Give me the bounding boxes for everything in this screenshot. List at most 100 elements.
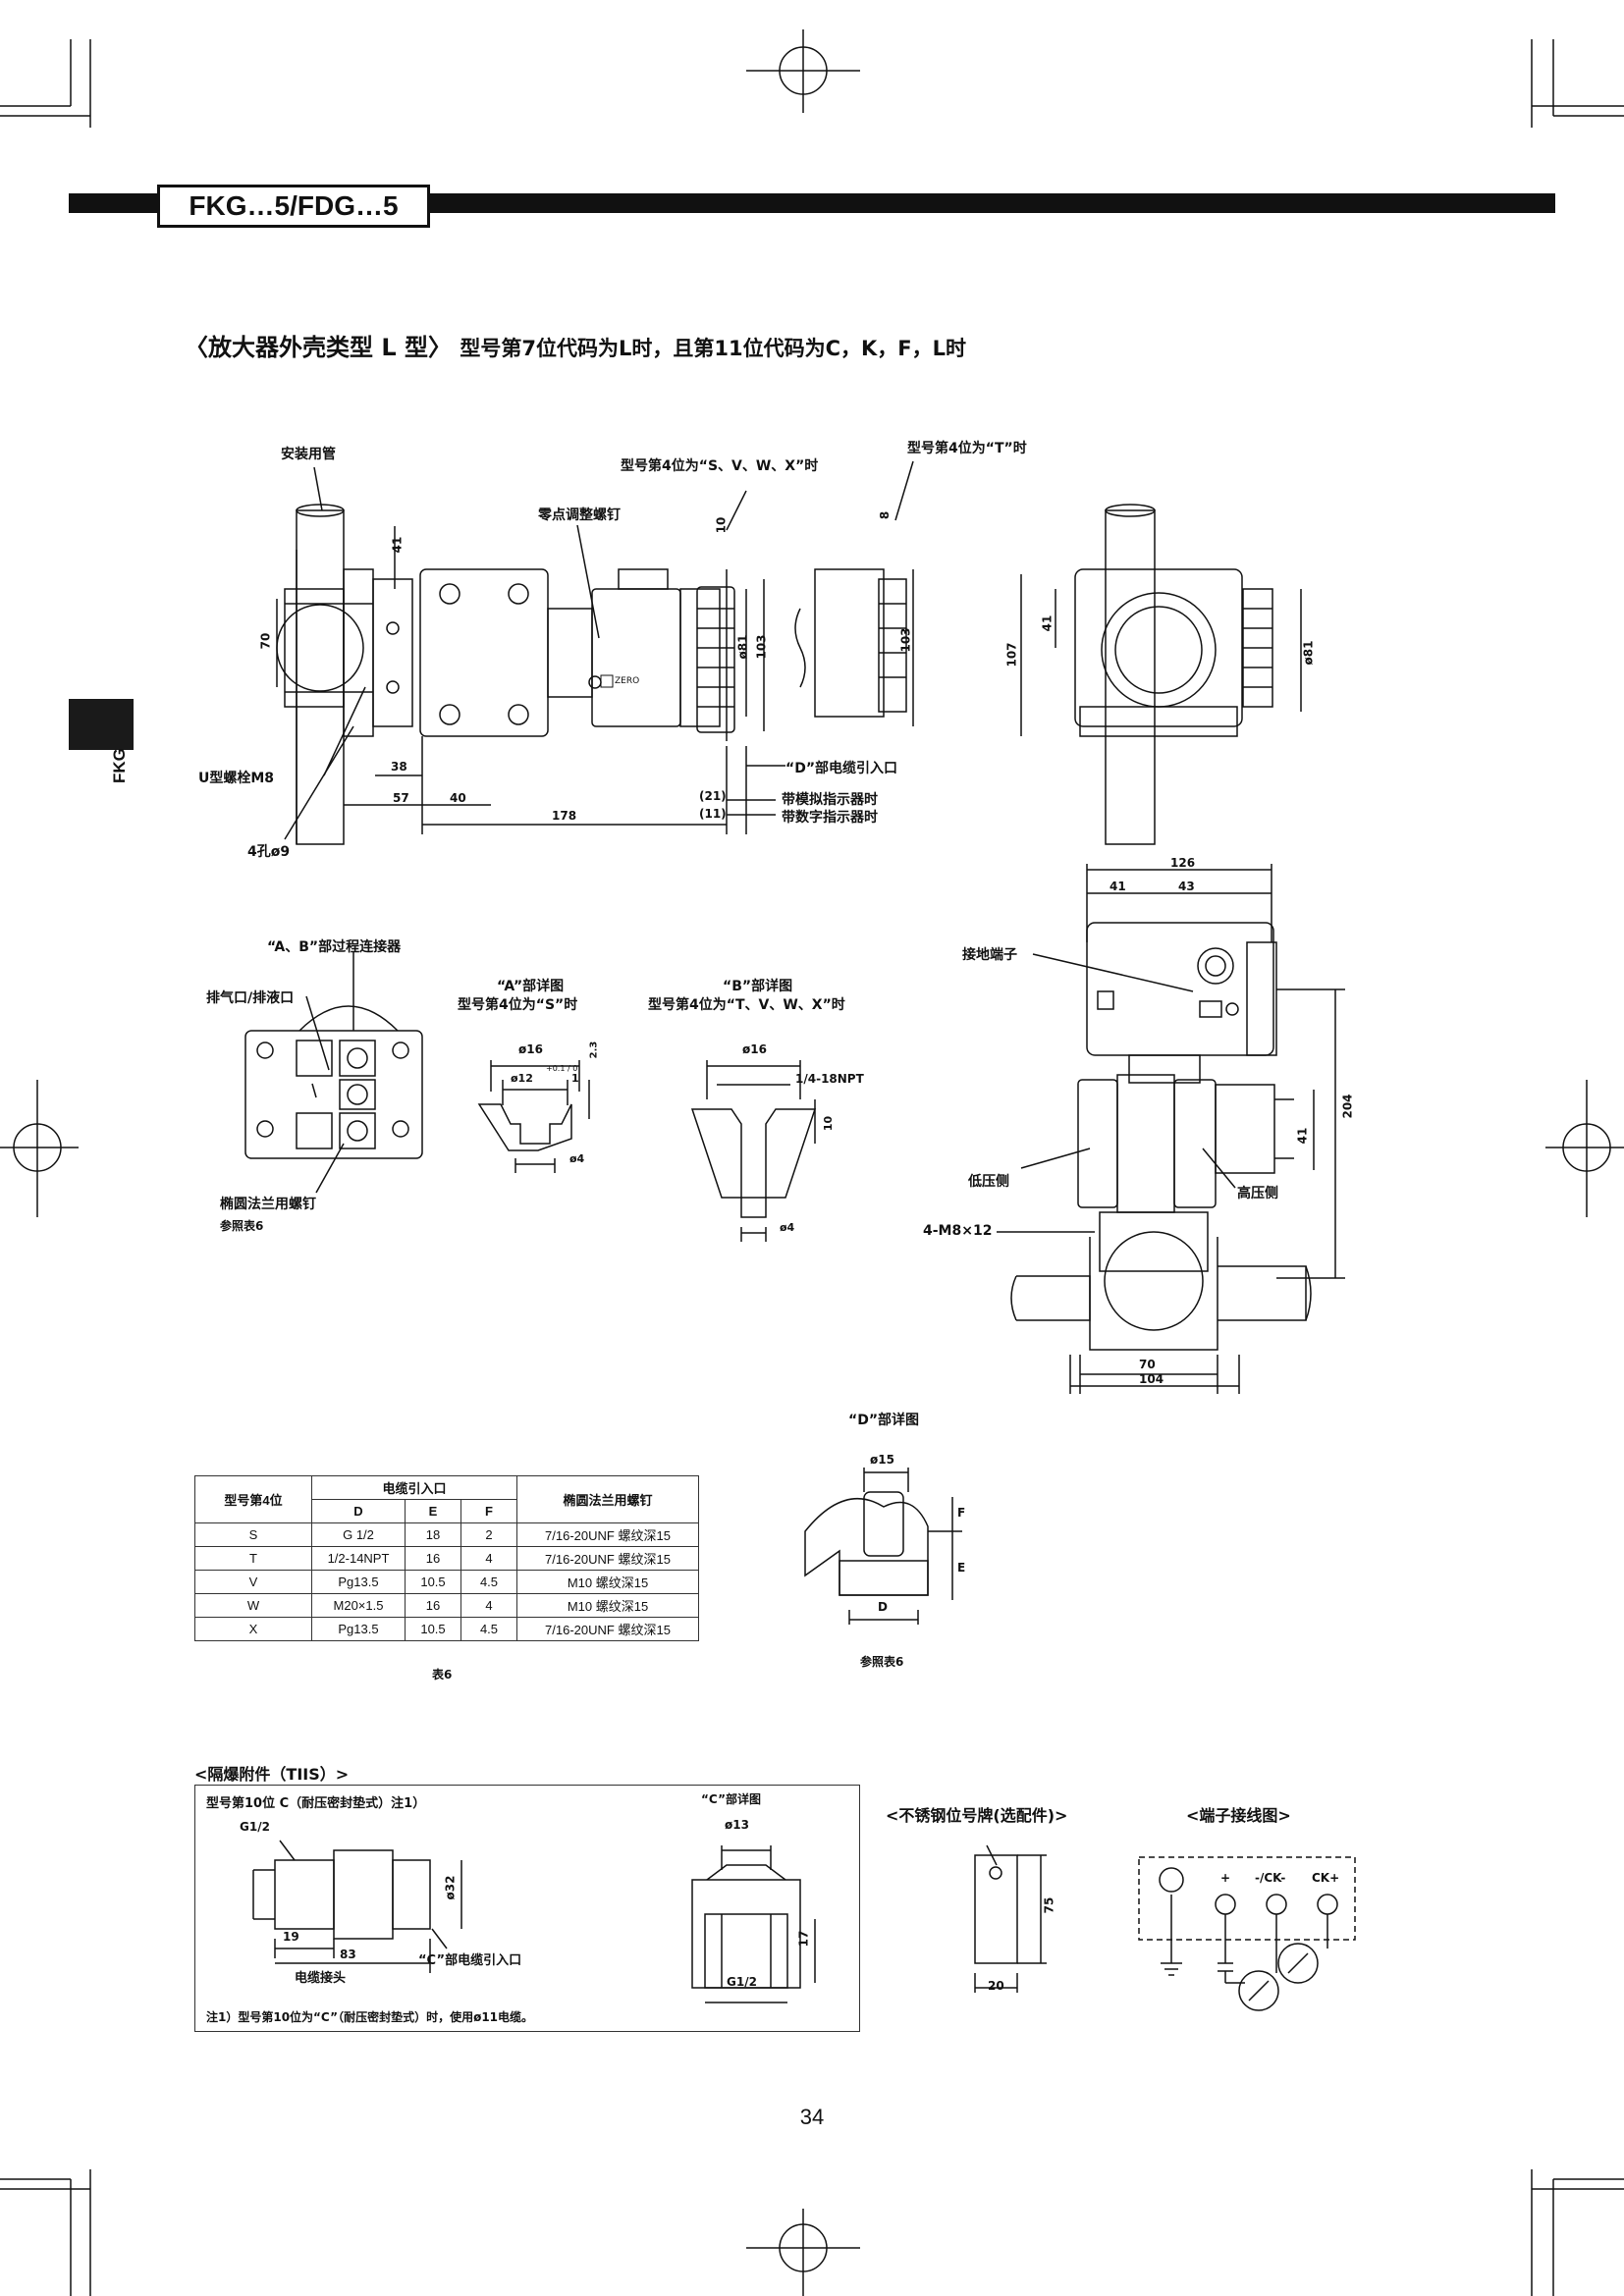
registration-marks (0, 29, 1624, 2296)
cell: 4.5 (460, 1570, 517, 1594)
cell: 2 (460, 1522, 517, 1547)
tiis-drawing (252, 1840, 816, 2003)
nameplate-d20: 20 (988, 1979, 1004, 1993)
section-heading: 〈放大器外壳类型 L 型〉 型号第7位代码为L时，且第11位代码为C，K，F，L… (185, 328, 966, 362)
tiis-subtitle: 型号第10位 C（耐压密封垫式）注1） (206, 1796, 426, 1811)
label-pos4-svwx: 型号第4位为“S、V、W、X”时 (621, 458, 819, 474)
label-zero-mark: ZERO (615, 676, 640, 686)
label-a-sub: 型号第4位为“S”时 (458, 997, 578, 1013)
label-low-side: 低压侧 (968, 1174, 1009, 1190)
tiis-c-detail: “C”部详图 (701, 1792, 762, 1806)
cell: M20×1.5 (311, 1593, 406, 1618)
dim-b-npt: 1/4-18NPT (795, 1072, 864, 1086)
dim-d-f: F (957, 1506, 966, 1520)
cell: S (194, 1522, 312, 1547)
label-u-bolt: U型螺栓M8 (198, 771, 275, 786)
dim-d-d: D (878, 1600, 888, 1614)
table-caption: 表6 (432, 1668, 453, 1682)
main-drawing (276, 460, 1302, 845)
dim-126: 126 (1170, 856, 1196, 870)
nameplate-drawing (974, 1844, 1047, 1993)
label-d-title: “D”部详图 (848, 1413, 920, 1428)
label-ref-table-ab: 参照表6 (220, 1219, 264, 1233)
dim-21: (21) (699, 789, 727, 803)
terminal-ck-minus: -/CK- (1255, 1871, 1286, 1885)
tiis-d32: ø32 (443, 1875, 458, 1900)
cell: 7/16-20UNF 螺纹深15 (516, 1522, 699, 1547)
page-number: 34 (799, 2105, 825, 2129)
label-bolts: 4-M8×12 (923, 1223, 993, 1239)
dim-178: 178 (552, 809, 577, 823)
tiis-cable-head: 电缆接头 (295, 1971, 347, 1986)
cell: 7/16-20UNF 螺纹深15 (516, 1617, 699, 1641)
cell: 10.5 (405, 1570, 461, 1594)
terminal-ck-plus: CK+ (1312, 1871, 1340, 1885)
dim-d-e: E (957, 1561, 966, 1575)
cell: 4.5 (460, 1617, 517, 1641)
tiis-d13: ø13 (725, 1818, 749, 1832)
dim-a-16: ø16 (518, 1042, 543, 1056)
label-pos4-t: 型号第4位为“T”时 (907, 441, 1027, 456)
label-vent-drain: 排气口/排液口 (206, 990, 295, 1006)
th-e: E (405, 1499, 461, 1523)
label-flange-bolt: 椭圆法兰用螺钉 (220, 1197, 316, 1212)
dim-8: 8 (878, 510, 893, 520)
cell: 16 (405, 1593, 461, 1618)
tiis-d19: 19 (283, 1930, 299, 1944)
label-ground-terminal: 接地端子 (962, 947, 1017, 963)
cell: 4 (460, 1593, 517, 1618)
cell: 4 (460, 1546, 517, 1571)
label-digital-indicator: 带数字指示器时 (782, 810, 878, 826)
dim-41-side: 41 (1110, 880, 1126, 893)
tiis-g12: G1/2 (240, 1820, 270, 1834)
dim-41-vertical: 41 (1295, 1127, 1310, 1145)
cell: 10.5 (405, 1617, 461, 1641)
terminal-title: <端子接线图> (1186, 1806, 1291, 1825)
document-title: FKG…5/FDG…5 (157, 185, 430, 228)
dim-103-a: 103 (754, 634, 769, 660)
dim-11: (11) (699, 807, 727, 821)
tiis-c-entry: “C”部电缆引入口 (418, 1953, 522, 1968)
cell: Pg13.5 (311, 1570, 406, 1594)
label-cable-entry-d: “D”部电缆引入口 (785, 761, 898, 776)
tiis-d83: 83 (340, 1948, 356, 1961)
nameplate-d75: 75 (1042, 1896, 1056, 1914)
label-holes: 4孔ø9 (247, 844, 291, 860)
th-pos4: 型号第4位 (194, 1475, 312, 1523)
dim-a-12: ø12 (511, 1072, 533, 1085)
cell: Pg13.5 (311, 1617, 406, 1641)
th-cable-entry: 电缆引入口 (311, 1475, 517, 1500)
label-zero-screw: 零点调整螺钉 (538, 507, 621, 523)
th-flange-bolt: 椭圆法兰用螺钉 (516, 1475, 699, 1523)
cell: 16 (405, 1546, 461, 1571)
dim-204: 204 (1340, 1094, 1355, 1119)
d-detail-drawing (804, 1468, 962, 1625)
tiis-box (194, 1785, 860, 2032)
heading-main: 〈放大器外壳类型 L 型〉 (185, 334, 453, 361)
tiis-note: 注1）型号第10位为“C”（耐压密封垫式）时，使用ø11电缆。 (206, 2010, 534, 2024)
dim-41b: 41 (1040, 614, 1055, 632)
label-high-side: 高压侧 (1237, 1186, 1278, 1201)
dim-70-side: 70 (1139, 1358, 1156, 1371)
cell: W (194, 1593, 312, 1618)
heading-sub: 型号第7位代码为L时，且第11位代码为C，K，F，L时 (460, 337, 967, 360)
terminal-drawing (1138, 1856, 1356, 2011)
section-tab-label: FKG (110, 748, 129, 783)
tiis-g12b: G1/2 (727, 1975, 757, 1989)
cell: G 1/2 (311, 1522, 406, 1547)
label-connector-ab: “A、B”部过程连接器 (267, 939, 402, 955)
cell: M10 螺纹深15 (516, 1570, 699, 1594)
dim-38: 38 (391, 760, 407, 774)
th-d: D (311, 1499, 406, 1523)
dim-103-b: 103 (898, 627, 913, 653)
cell: V (194, 1570, 312, 1594)
connector-drawing (244, 952, 817, 1242)
terminal-plus: + (1220, 1871, 1231, 1885)
label-b-sub: 型号第4位为“T、V、W、X”时 (648, 997, 845, 1013)
dim-a-23: 2.3 (588, 1041, 600, 1059)
